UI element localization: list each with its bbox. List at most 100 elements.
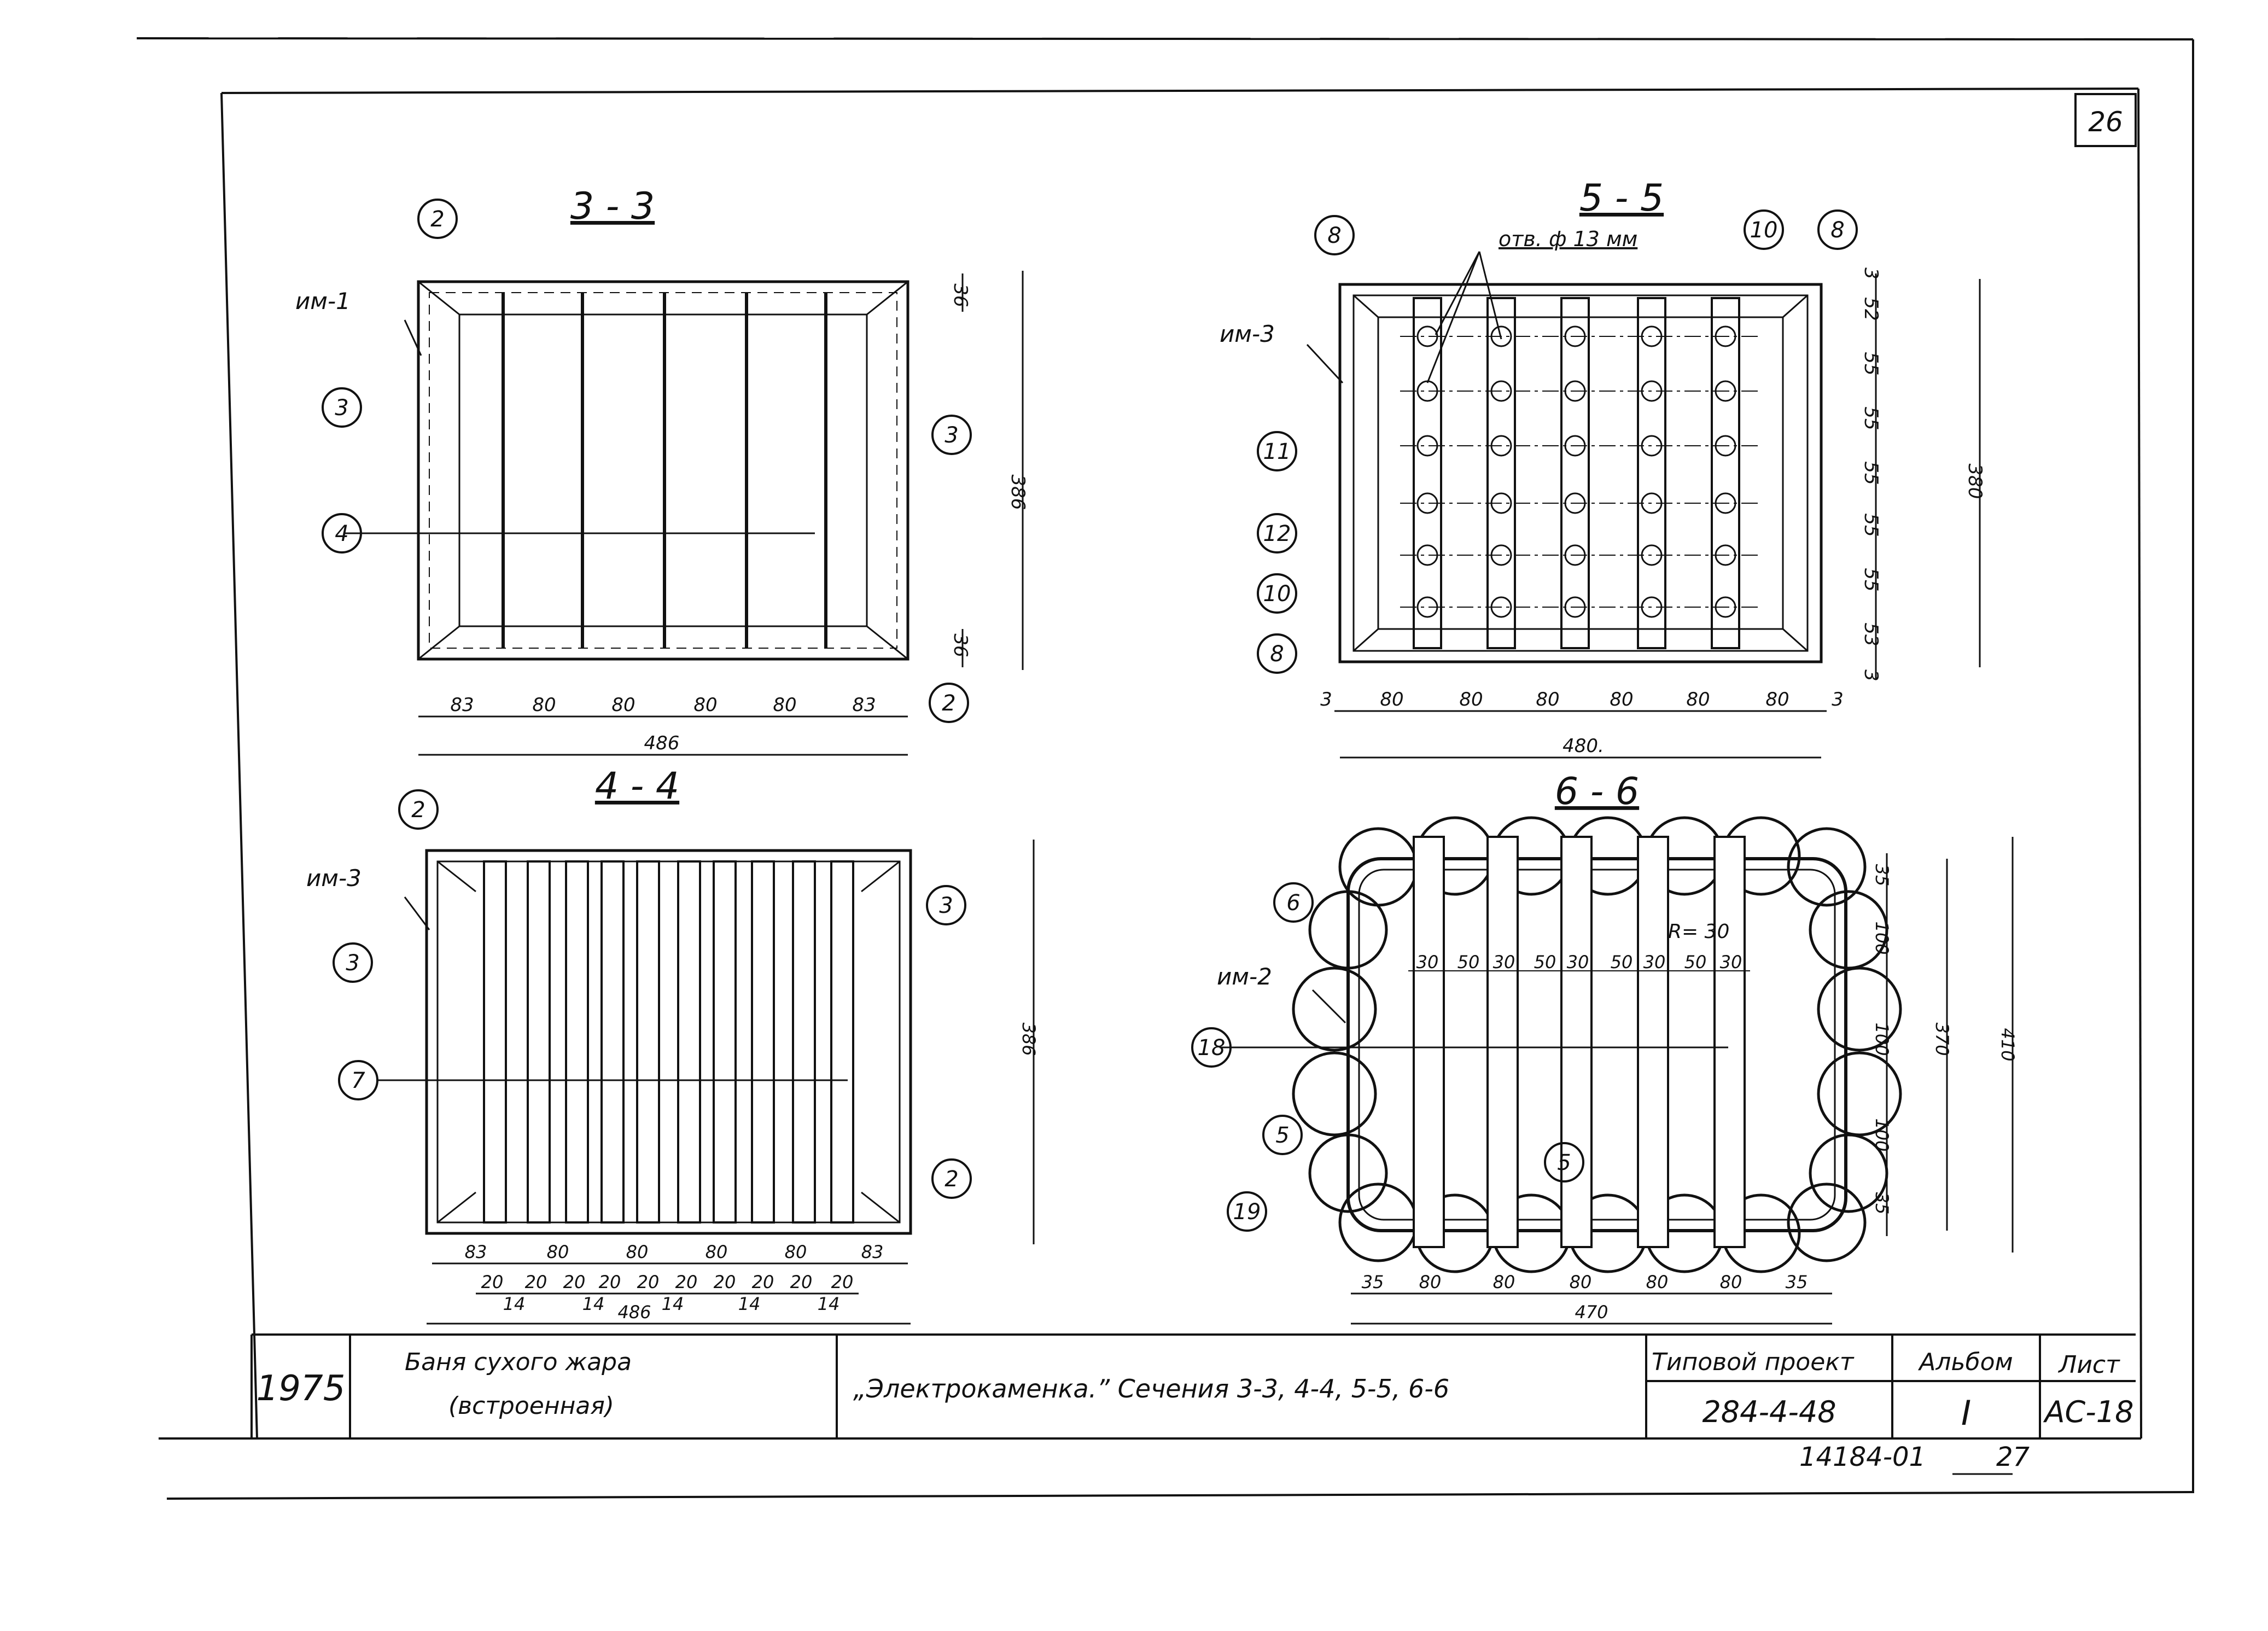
svg-text:80: 80 bbox=[1765, 689, 1789, 710]
section-5-5-holes bbox=[1416, 325, 1736, 618]
sheet-label: Лист bbox=[2057, 1351, 2120, 1379]
object-name-line1: Баня сухого жара bbox=[405, 1348, 632, 1376]
section-5-5-part-label: им-3 bbox=[1220, 321, 1275, 347]
svg-text:55: 55 bbox=[1860, 406, 1882, 430]
svg-text:3: 3 bbox=[346, 951, 359, 976]
svg-text:20: 20 bbox=[675, 1272, 698, 1292]
svg-text:50: 50 bbox=[1457, 952, 1480, 972]
svg-text:20: 20 bbox=[714, 1272, 736, 1292]
svg-text:83: 83 bbox=[861, 1242, 884, 1262]
svg-text:80: 80 bbox=[1493, 1272, 1515, 1292]
project-label: Типовой проект bbox=[1652, 1348, 1855, 1376]
svg-text:30: 30 bbox=[1567, 952, 1589, 972]
svg-text:55: 55 bbox=[1860, 352, 1882, 375]
svg-text:80: 80 bbox=[1570, 1272, 1592, 1292]
svg-text:486: 486 bbox=[644, 732, 680, 754]
section-6-6-part-label: им-2 bbox=[1217, 963, 1272, 990]
svg-text:3: 3 bbox=[1832, 689, 1844, 710]
svg-text:53: 53 bbox=[1860, 622, 1882, 646]
sheet-frame bbox=[136, 37, 2194, 1500]
svg-text:35: 35 bbox=[1871, 864, 1892, 887]
svg-text:20: 20 bbox=[637, 1272, 660, 1292]
svg-text:80: 80 bbox=[611, 694, 635, 716]
svg-text:100: 100 bbox=[1871, 1118, 1892, 1151]
svg-text:83: 83 bbox=[465, 1242, 487, 1262]
svg-text:8: 8 bbox=[1830, 218, 1844, 243]
svg-text:14: 14 bbox=[662, 1294, 684, 1314]
svg-text:14: 14 bbox=[582, 1294, 605, 1314]
svg-text:2: 2 bbox=[942, 691, 955, 716]
svg-text:370: 370 bbox=[1932, 1022, 1952, 1056]
svg-text:30: 30 bbox=[1643, 952, 1666, 972]
section-4-4-part-label: им-3 bbox=[306, 865, 362, 892]
section-3-3-dims: 83 80 80 80 80 83 486 386 36 36 bbox=[450, 283, 1029, 754]
svg-text:80: 80 bbox=[693, 694, 717, 716]
section-3-3-title: 3 - 3 bbox=[570, 185, 655, 228]
svg-text:50: 50 bbox=[1684, 952, 1707, 972]
svg-text:35: 35 bbox=[1871, 1192, 1892, 1215]
section-6-6-bars bbox=[1413, 836, 1746, 1248]
svg-text:80: 80 bbox=[773, 694, 796, 716]
svg-text:80: 80 bbox=[1419, 1272, 1442, 1292]
project-number: 284-4-48 bbox=[1702, 1395, 1836, 1429]
svg-text:20: 20 bbox=[831, 1272, 854, 1292]
album-number: I bbox=[1961, 1393, 1971, 1433]
svg-text:3: 3 bbox=[1860, 669, 1882, 681]
svg-text:100: 100 bbox=[1871, 1022, 1892, 1056]
page-number-box: 26 bbox=[2074, 93, 2137, 147]
sheet-number: АС-18 bbox=[2043, 1395, 2134, 1429]
section-3-3-callouts: 2 3 3 4 2 bbox=[322, 199, 972, 723]
section-5-5-strips bbox=[1413, 297, 1740, 649]
svg-text:20: 20 bbox=[599, 1272, 621, 1292]
section-4-4-bars bbox=[483, 860, 854, 1224]
section-5-5-callouts: 8 10 8 11 12 10 8 bbox=[1257, 209, 1858, 674]
svg-text:50: 50 bbox=[1534, 952, 1556, 972]
svg-text:386: 386 bbox=[1018, 1022, 1039, 1056]
svg-text:3: 3 bbox=[939, 893, 953, 918]
svg-text:35: 35 bbox=[1362, 1272, 1384, 1292]
svg-text:80: 80 bbox=[1536, 689, 1559, 710]
svg-text:5: 5 bbox=[1557, 1150, 1571, 1175]
section-6-6: 6 - 6 им-2 R= 30 6 18 5 5 19 bbox=[1191, 770, 2018, 1325]
section-6-6-scalloped-shell bbox=[1292, 816, 1902, 1273]
svg-text:2: 2 bbox=[411, 797, 425, 823]
section-3-3: 3 - 3 им-1 2 3 3 4 2 83 bbox=[295, 185, 1029, 756]
svg-text:30: 30 bbox=[1493, 952, 1515, 972]
svg-text:80: 80 bbox=[1610, 689, 1633, 710]
svg-text:3: 3 bbox=[944, 423, 958, 448]
svg-text:20: 20 bbox=[790, 1272, 813, 1292]
album-label: Альбом bbox=[1917, 1348, 2013, 1376]
svg-text:19: 19 bbox=[1233, 1199, 1261, 1225]
svg-text:10: 10 bbox=[1263, 581, 1291, 607]
svg-text:55: 55 bbox=[1860, 568, 1882, 591]
svg-text:386: 386 bbox=[1007, 475, 1029, 510]
section-4-4-title: 4 - 4 bbox=[595, 765, 679, 808]
section-6-6-title: 6 - 6 bbox=[1555, 770, 1639, 813]
section-4-4: 4 - 4 им-3 2 3 3 7 2 bbox=[306, 765, 1039, 1325]
svg-text:35: 35 bbox=[1786, 1272, 1808, 1292]
section-5-5-title: 5 - 5 bbox=[1579, 177, 1664, 220]
svg-text:2: 2 bbox=[944, 1167, 958, 1192]
svg-text:80: 80 bbox=[532, 694, 556, 716]
svg-text:80: 80 bbox=[1380, 689, 1403, 710]
svg-text:486: 486 bbox=[617, 1302, 651, 1323]
svg-text:3: 3 bbox=[335, 395, 348, 421]
svg-text:20: 20 bbox=[525, 1272, 547, 1292]
svg-text:80: 80 bbox=[706, 1242, 728, 1262]
section-6-6-radius-note: R= 30 bbox=[1668, 921, 1729, 943]
section-6-6-dims: 30 50 30 50 30 50 30 50 30 35 80 80 80 8… bbox=[1362, 864, 2018, 1323]
svg-text:20: 20 bbox=[563, 1272, 586, 1292]
svg-text:470: 470 bbox=[1575, 1302, 1608, 1323]
svg-text:36: 36 bbox=[949, 633, 971, 657]
svg-text:18: 18 bbox=[1198, 1035, 1226, 1061]
svg-text:7: 7 bbox=[351, 1068, 365, 1093]
title-block: 1975 Баня сухого жара (встроенная) „Элек… bbox=[250, 1333, 2136, 1475]
svg-text:83: 83 bbox=[852, 694, 876, 716]
svg-text:20: 20 bbox=[481, 1272, 504, 1292]
section-5-5-hole-note: отв. ф 13 мм bbox=[1499, 227, 1637, 251]
svg-text:80: 80 bbox=[547, 1242, 569, 1262]
svg-text:10: 10 bbox=[1750, 218, 1778, 243]
svg-text:20: 20 bbox=[752, 1272, 774, 1292]
svg-text:55: 55 bbox=[1860, 461, 1882, 485]
